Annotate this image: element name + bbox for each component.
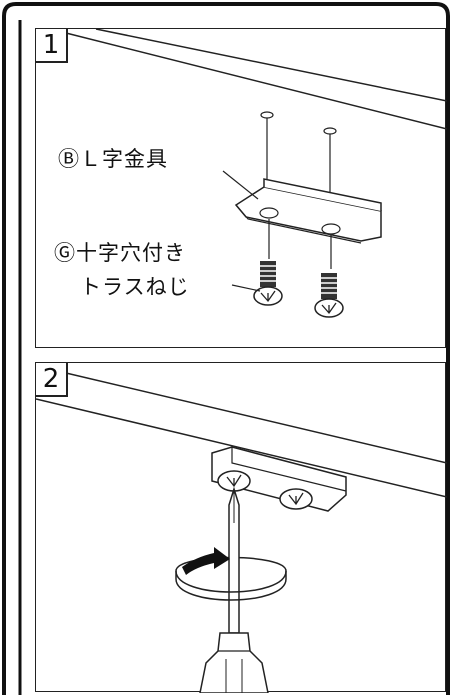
l-bracket-icon — [234, 178, 382, 244]
truss-screw-icon — [253, 261, 283, 306]
screwdriver-icon — [199, 486, 269, 693]
l-bracket-icon — [211, 446, 347, 512]
step-1-panel: 1 ⒷＬ字金具 Ⓖ十字穴付き トラスねじ — [35, 28, 447, 348]
screw-label-line2: トラスねじ — [80, 275, 190, 299]
screw-label-line1: Ⓖ十字穴付き — [54, 241, 186, 265]
step-1-illustration — [65, 29, 447, 318]
step-2-number: 2 — [36, 363, 68, 397]
step-1-number: 1 — [36, 29, 68, 63]
truss-screw-icon — [314, 273, 344, 318]
step-2-illustration — [36, 372, 447, 693]
bracket-label: ⒷＬ字金具 — [58, 147, 168, 171]
rotation-arrow-icon — [175, 547, 287, 601]
step-2-panel: 2 — [35, 362, 447, 693]
